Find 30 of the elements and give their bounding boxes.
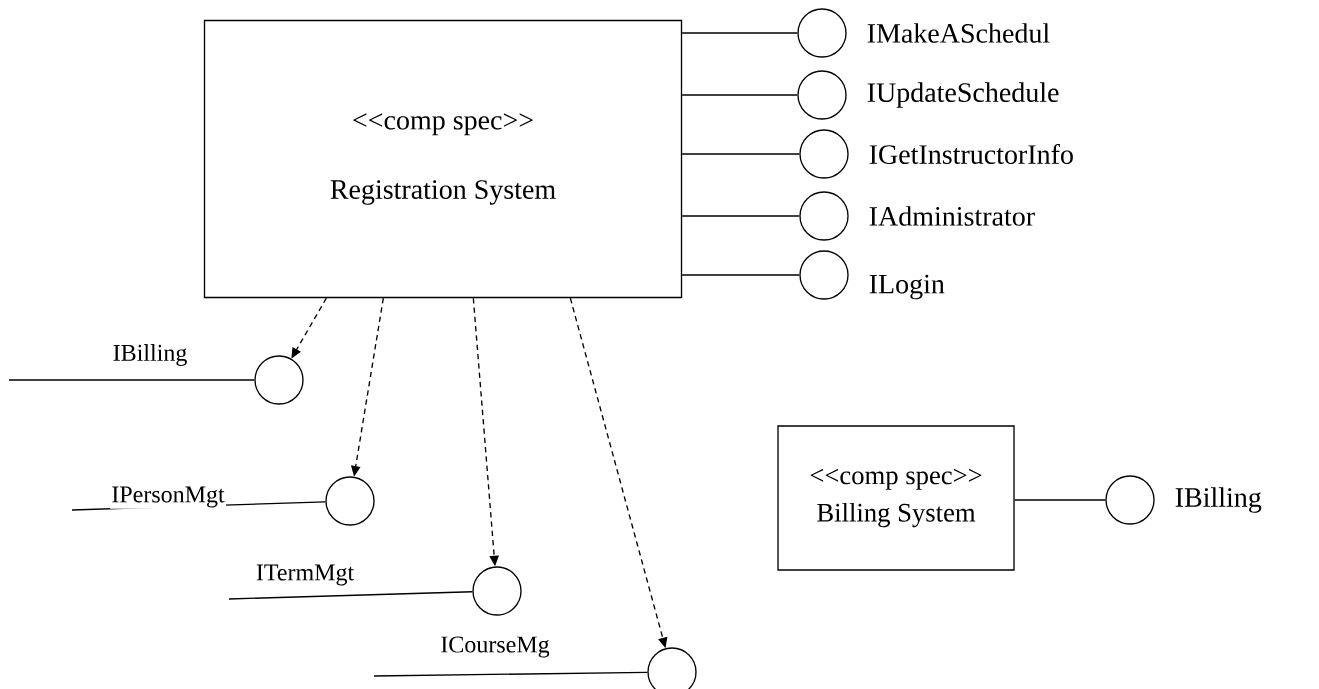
- component-box: <<comp spec>> Billing System: [777, 425, 1015, 571]
- edge-label: IBilling: [111, 342, 189, 368]
- connector-line: [373, 671, 648, 677]
- interface-circle: [472, 566, 522, 616]
- connector-line: [681, 94, 798, 96]
- interface-circle: [799, 191, 849, 241]
- component-box: <<comp spec>> Registration System: [203, 19, 683, 299]
- connector-line: [228, 591, 474, 600]
- interface-circle: [1105, 475, 1155, 525]
- interface-label: IGetInstructorInfo: [869, 144, 1073, 164]
- interface-label: IMakeASchedul: [867, 23, 1050, 43]
- edge-label: ICourseMg: [439, 635, 551, 659]
- connector-line: [8, 379, 255, 381]
- interface-circle: [325, 476, 375, 526]
- interface-label: IUpdateSchedule: [867, 82, 1059, 108]
- connector-line: [1014, 499, 1106, 501]
- interface-circle: [799, 250, 849, 300]
- interface-label: IBilling: [1175, 487, 1262, 513]
- interface-label: IAdministrator: [869, 206, 1035, 226]
- interface-circle: [799, 129, 849, 179]
- connector-line: [681, 215, 800, 217]
- interface-circle: [797, 70, 847, 120]
- connector-line: [681, 32, 798, 34]
- edge-label: ITermMgt: [254, 563, 356, 587]
- connector-line: [681, 153, 800, 155]
- interface-circle: [254, 355, 304, 405]
- connector-line: [681, 274, 800, 276]
- interface-label: ILogin: [869, 274, 945, 300]
- interface-circle: [797, 8, 847, 58]
- edge-label: IPersonMgt: [110, 485, 226, 509]
